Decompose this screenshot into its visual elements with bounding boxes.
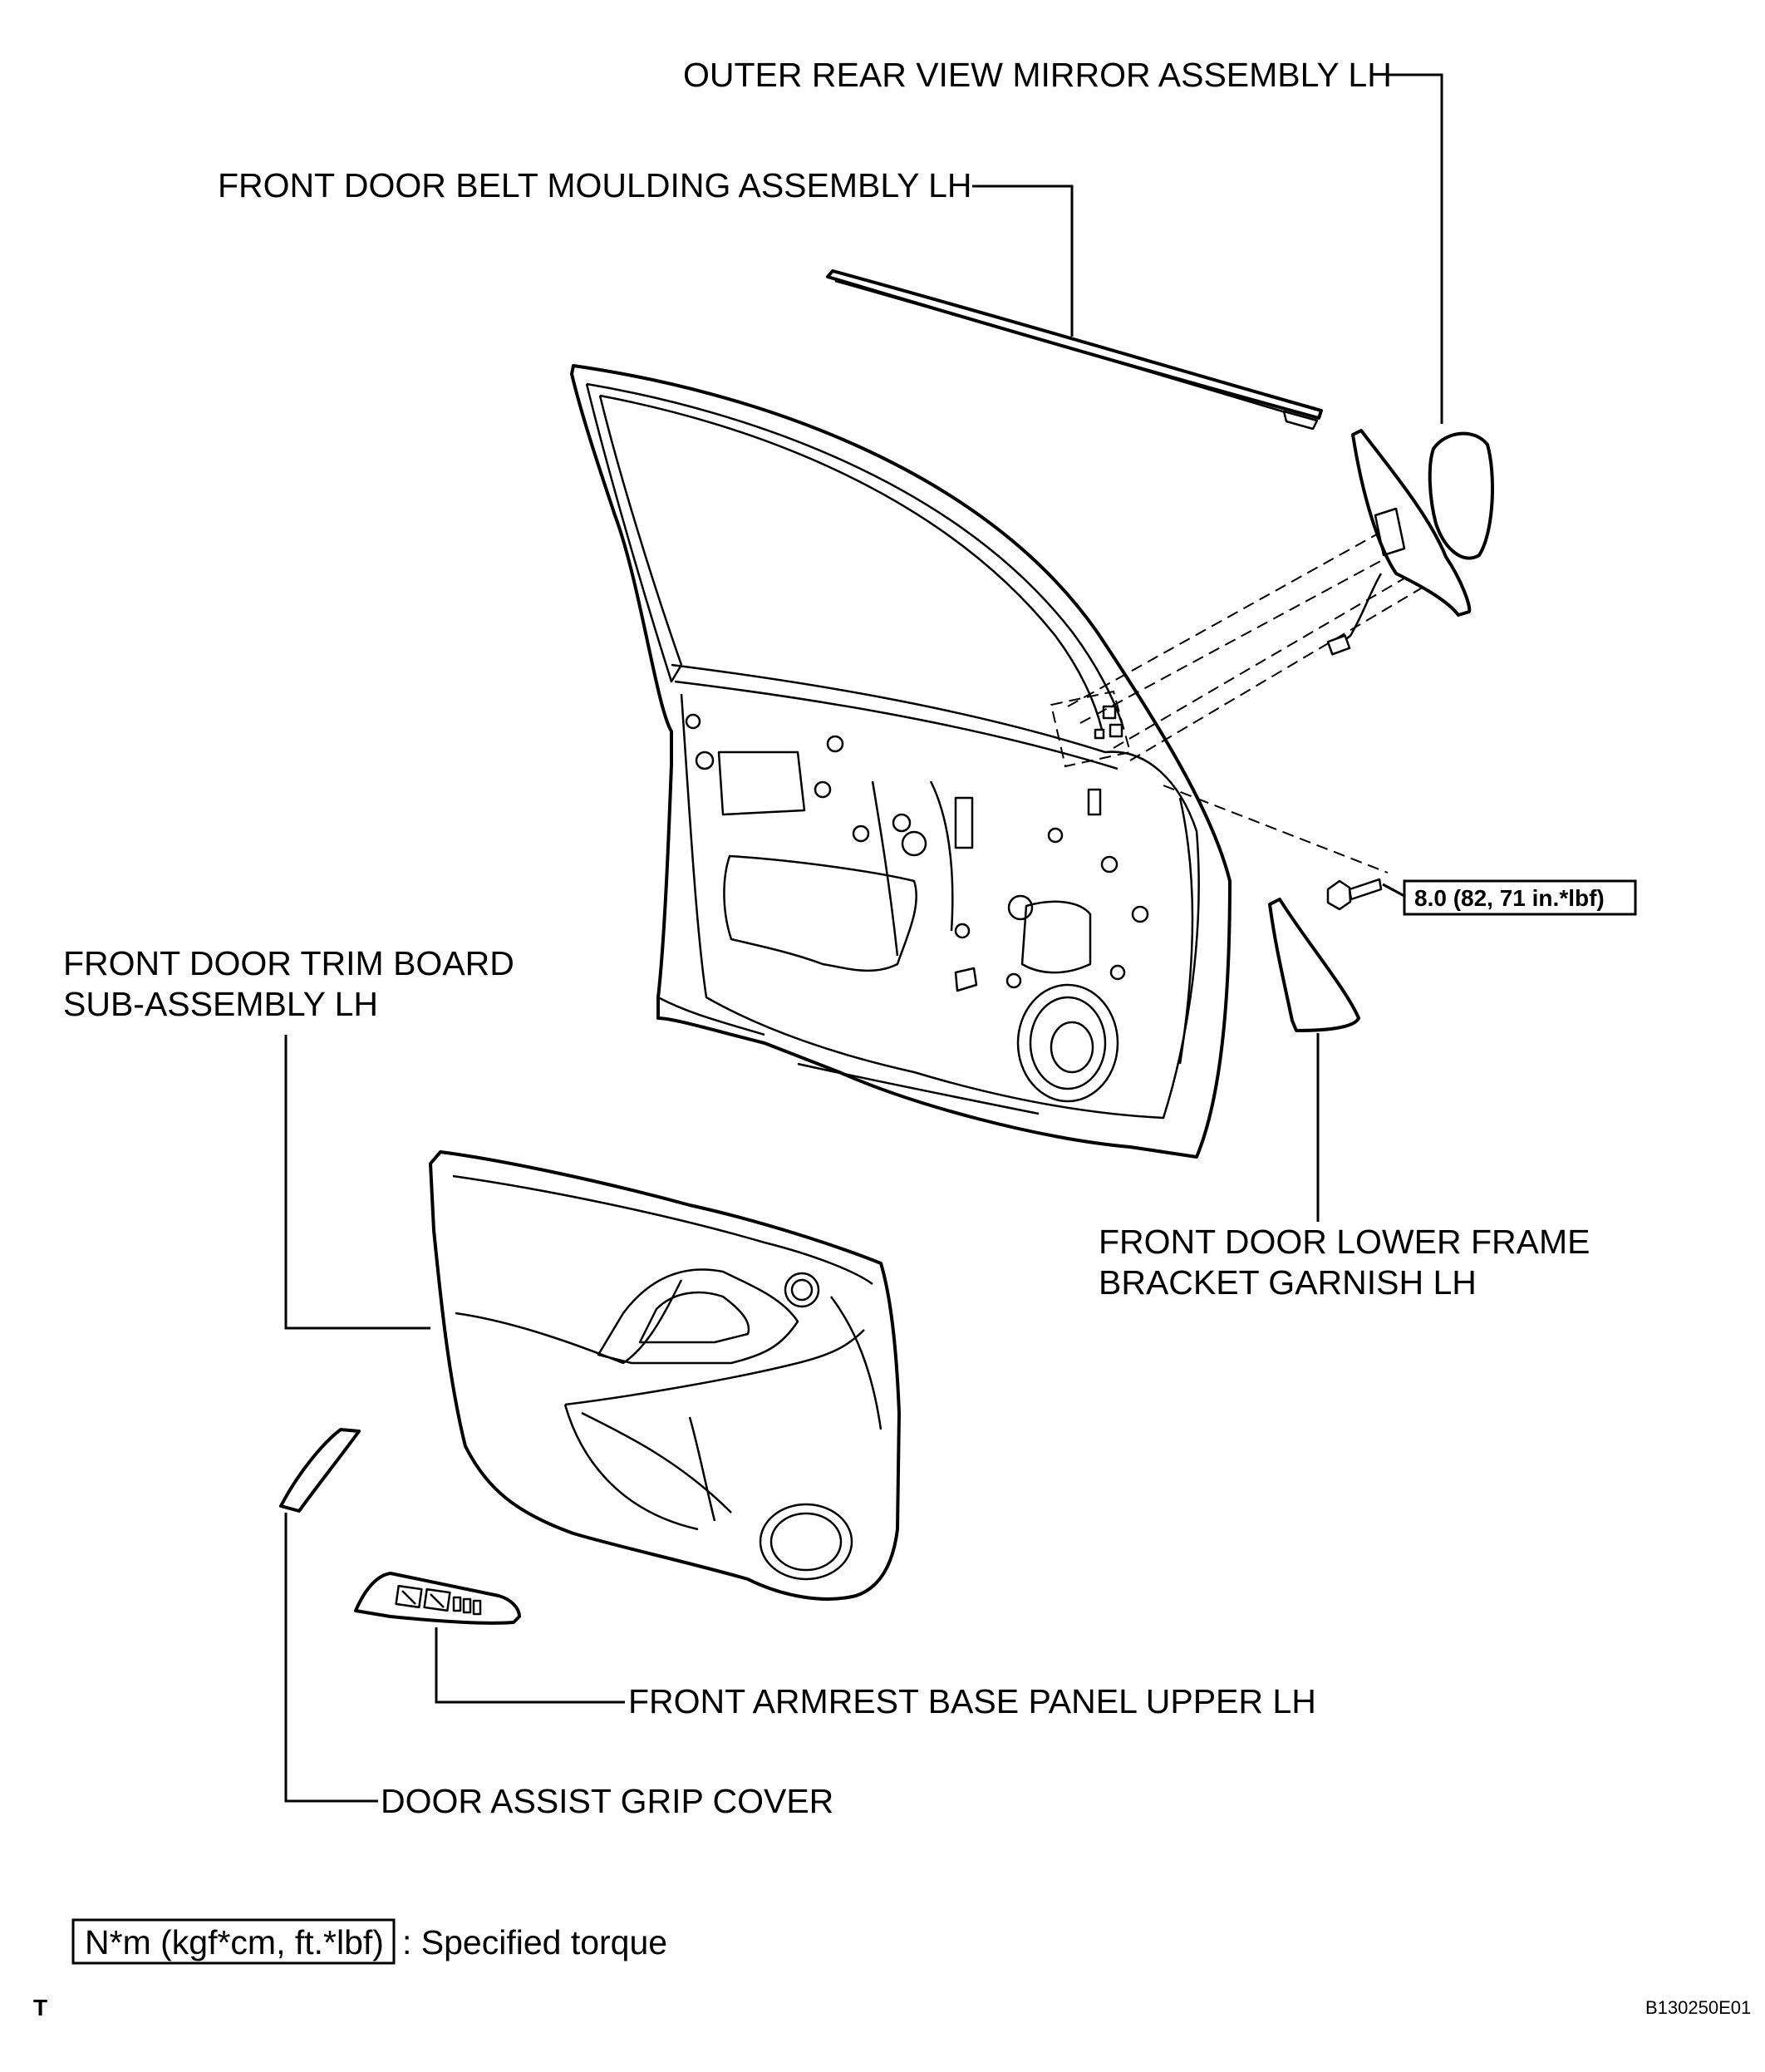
- leader-trim-board: [284, 1035, 430, 1330]
- mount-area-outline: [1050, 690, 1132, 768]
- leader-belt-moulding: [972, 185, 1074, 337]
- label-armrest: FRONT ARMREST BASE PANEL UPPER LH: [628, 1682, 1316, 1720]
- corner-mark: T: [33, 1995, 47, 2020]
- dash-line-4: [1129, 585, 1426, 761]
- figure-id: B130250E01: [1645, 1997, 1751, 2018]
- dash-line-2: [1079, 552, 1397, 724]
- belt-moulding-part: [826, 269, 1323, 431]
- dash-line-1: [1067, 531, 1382, 707]
- label-mirror: OUTER REAR VIEW MIRROR ASSEMBLY LH: [683, 56, 1392, 94]
- label-garnish-line1: FRONT DOOR LOWER FRAME: [1099, 1223, 1590, 1261]
- label-grip-cover: DOOR ASSIST GRIP COVER: [381, 1782, 833, 1820]
- dash-line-bolt: [1163, 785, 1389, 874]
- door-panel-part: [570, 364, 1232, 1159]
- dash-line-3: [1113, 573, 1413, 749]
- legend-unit: N*m (kgf*cm, ft.*lbf): [85, 1923, 384, 1961]
- legend-unit-box: [71, 1918, 396, 1965]
- legend-description: : Specified torque: [402, 1923, 667, 1961]
- leader-grip-cover: [284, 1513, 378, 1803]
- label-trim-board-line2: SUB-ASSEMBLY LH: [63, 985, 378, 1023]
- garnish-part: [1268, 898, 1360, 1032]
- mirror-part: [1326, 429, 1494, 656]
- leader-mirror: [1386, 73, 1443, 424]
- torque-box: [1403, 879, 1637, 916]
- bolt-icon: [1326, 878, 1383, 911]
- armrest-part: [354, 1572, 521, 1625]
- grip-cover-part: [279, 1428, 361, 1513]
- trim-board-part: [429, 1150, 901, 1601]
- label-belt-moulding: FRONT DOOR BELT MOULDING ASSEMBLY LH: [218, 166, 972, 204]
- leader-armrest: [435, 1627, 625, 1704]
- leader-torque: [1382, 883, 1405, 898]
- label-trim-board-line1: FRONT DOOR TRIM BOARD: [63, 944, 514, 982]
- label-garnish-line2: BRACKET GARNISH LH: [1099, 1263, 1477, 1302]
- torque-value: 8.0 (82, 71 in.*lbf): [1414, 885, 1605, 911]
